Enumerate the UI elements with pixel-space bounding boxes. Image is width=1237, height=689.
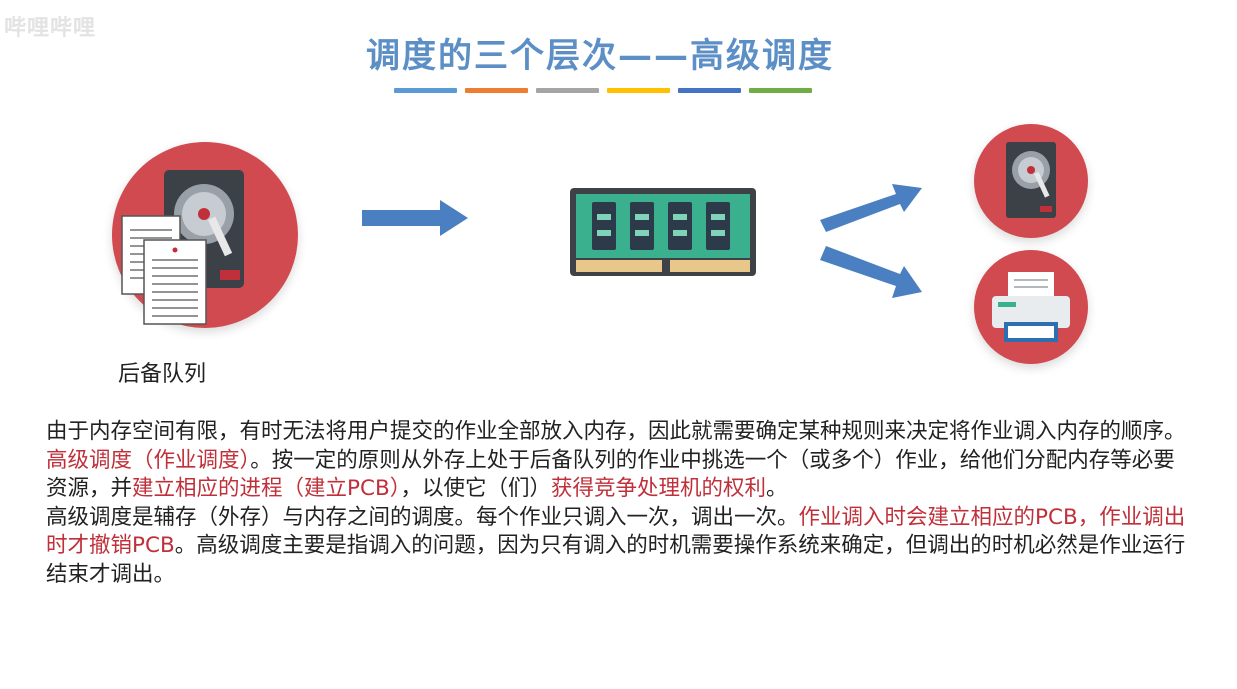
- paragraph-2-text-b: ，以使它（们）: [400, 476, 552, 501]
- paragraph-3-text-a: 高级调度是辅存（外存）与内存之间的调度。每个作业只调入一次，调出一次。: [46, 504, 799, 530]
- bar-segment-2: [465, 88, 528, 93]
- backup-queue-label: 后备队列: [118, 362, 207, 387]
- slide-title: 调度的三个层次——高级调度: [366, 36, 834, 76]
- highlight-compete-cpu: 获得竞争处理机的权利: [551, 476, 767, 501]
- disk-output-icon: [974, 124, 1088, 238]
- highlight-pcb: 作业调入时会建立相应的PCB，作业调出时才撤销PCB: [46, 504, 1186, 559]
- paragraph-2-text-c: 。: [766, 476, 788, 501]
- arrow-down-right-icon: [818, 244, 924, 306]
- memory-ram-icon: [568, 184, 758, 280]
- bar-segment-4: [607, 88, 670, 93]
- paragraph-3-text-b: 。高级调度主要是指调入的问题，因为只有调入的时机需要操作系统来确定，但调出的时机…: [46, 533, 1186, 587]
- highlight-create-process: 建立相应的进程（建立PCB）: [132, 476, 401, 501]
- arrow-right-icon: [362, 198, 470, 238]
- title-color-bar: [394, 88, 812, 93]
- printer-output-icon: [974, 250, 1088, 364]
- bar-segment-3: [536, 88, 599, 93]
- backup-queue-disk-icon: [112, 142, 298, 328]
- arrow-up-right-icon: [818, 176, 924, 236]
- paragraph-1: 由于内存空间有限，有时无法将用户提交的作业全部放入内存，因此就需要确定某种规则来…: [46, 419, 1186, 444]
- highlight-high-level-scheduling: 高级调度（作业调度）: [46, 447, 251, 473]
- paragraph-2: 高级调度（作业调度）。按一定的原则从外存上处于后备队列的作业中挑选一个（或多个）…: [46, 447, 1196, 504]
- description-text: 由于内存空间有限，有时无法将用户提交的作业全部放入内存，因此就需要确定某种规则来…: [46, 418, 1196, 589]
- watermark: 哔哩哔哩: [4, 16, 97, 41]
- bar-segment-6: [749, 88, 812, 93]
- paragraph-3: 高级调度是辅存（外存）与内存之间的调度。每个作业只调入一次，调出一次。作业调入时…: [46, 504, 1196, 590]
- paragraph-2-text-a: 。按一定的原则从外存上处于后备队列的作业中挑选一个（或多个）作业，给他们分配内存…: [46, 447, 1175, 502]
- bar-segment-5: [678, 88, 741, 93]
- document-stack-icon: [118, 212, 214, 328]
- bar-segment-1: [394, 88, 457, 93]
